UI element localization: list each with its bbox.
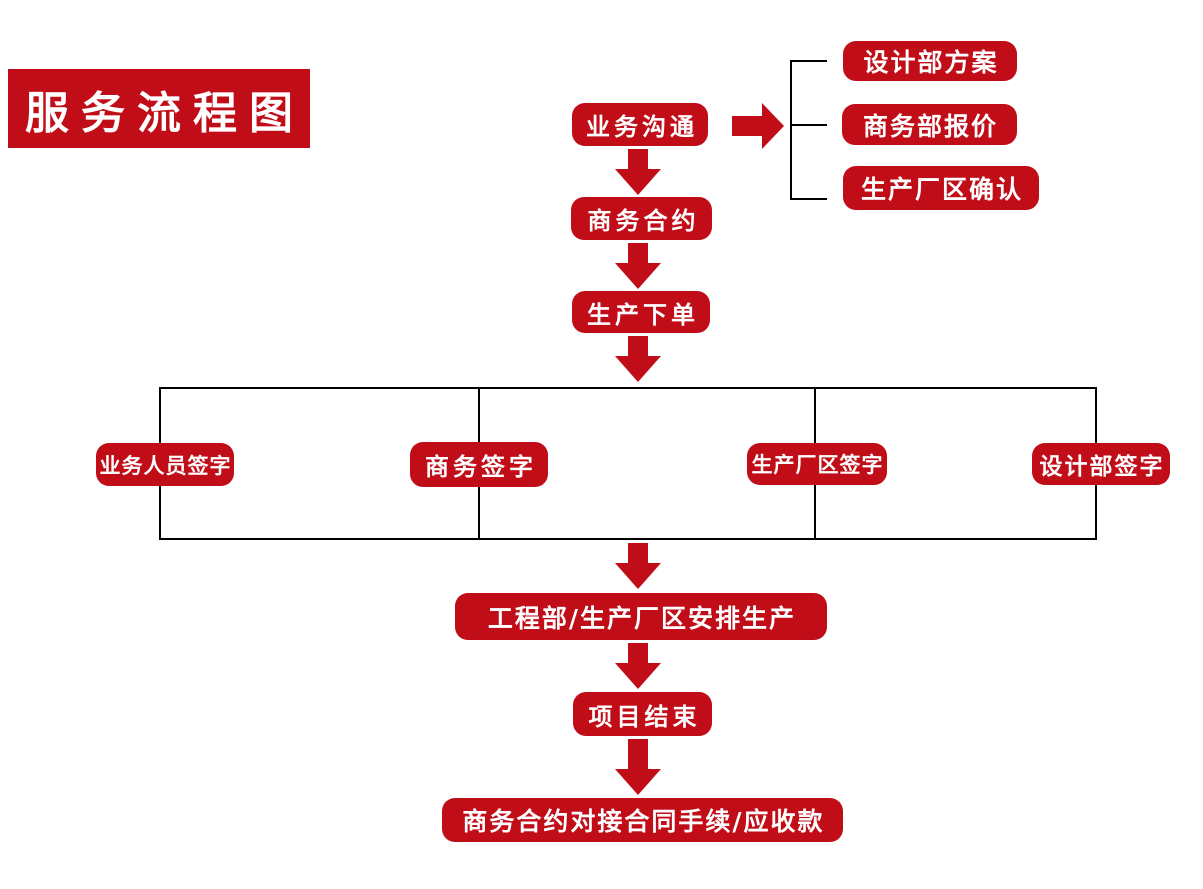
arrow-down-icon (615, 149, 661, 195)
arrow-stem (628, 543, 648, 563)
bracket-tick-top (790, 60, 827, 62)
node-commerce-dept-quote: 商务部报价 (842, 104, 1017, 145)
node-production-order: 生产下单 (572, 291, 710, 333)
node-design-dept-signature: 设计部签字 (1032, 443, 1170, 485)
node-arrange-production: 工程部/生产厂区安排生产 (455, 593, 827, 640)
arrow-stem (628, 739, 648, 769)
node-contract-settlement: 商务合约对接合同手续/应收款 (442, 798, 843, 842)
grid-top-line (159, 387, 1097, 389)
arrow-head (615, 563, 661, 589)
arrow-head (615, 769, 661, 795)
node-business-communication: 业务沟通 (572, 103, 708, 146)
arrow-down-icon (615, 739, 661, 795)
arrow-stem (628, 643, 648, 663)
node-design-dept-plan: 设计部方案 (843, 41, 1017, 81)
arrow-stem (628, 336, 648, 356)
arrow-right-icon (732, 103, 784, 149)
arrow-down-icon (615, 243, 661, 289)
arrow-head (762, 103, 784, 149)
arrow-head (615, 663, 661, 689)
bracket-tick-middle (790, 124, 827, 126)
page-title: 服务流程图 (8, 69, 310, 148)
arrow-head (615, 169, 661, 195)
node-commercial-contract: 商务合约 (571, 197, 712, 240)
node-commerce-signature: 商务签字 (410, 442, 548, 487)
node-production-plant-confirm: 生产厂区确认 (843, 166, 1039, 210)
arrow-stem (732, 116, 762, 136)
bracket-tick-bottom (790, 198, 827, 200)
arrow-head (615, 263, 661, 289)
grid-bottom-line (159, 538, 1097, 540)
arrow-stem (628, 243, 648, 263)
arrow-down-icon (615, 336, 661, 382)
node-sales-staff-signature: 业务人员签字 (96, 443, 234, 486)
arrow-stem (628, 149, 648, 169)
arrow-head (615, 356, 661, 382)
arrow-down-icon (615, 643, 661, 689)
arrow-down-icon (615, 543, 661, 589)
bracket-vertical-line (790, 61, 792, 200)
node-production-plant-signature: 生产厂区签字 (747, 443, 887, 485)
node-project-end: 项目结束 (573, 692, 712, 736)
